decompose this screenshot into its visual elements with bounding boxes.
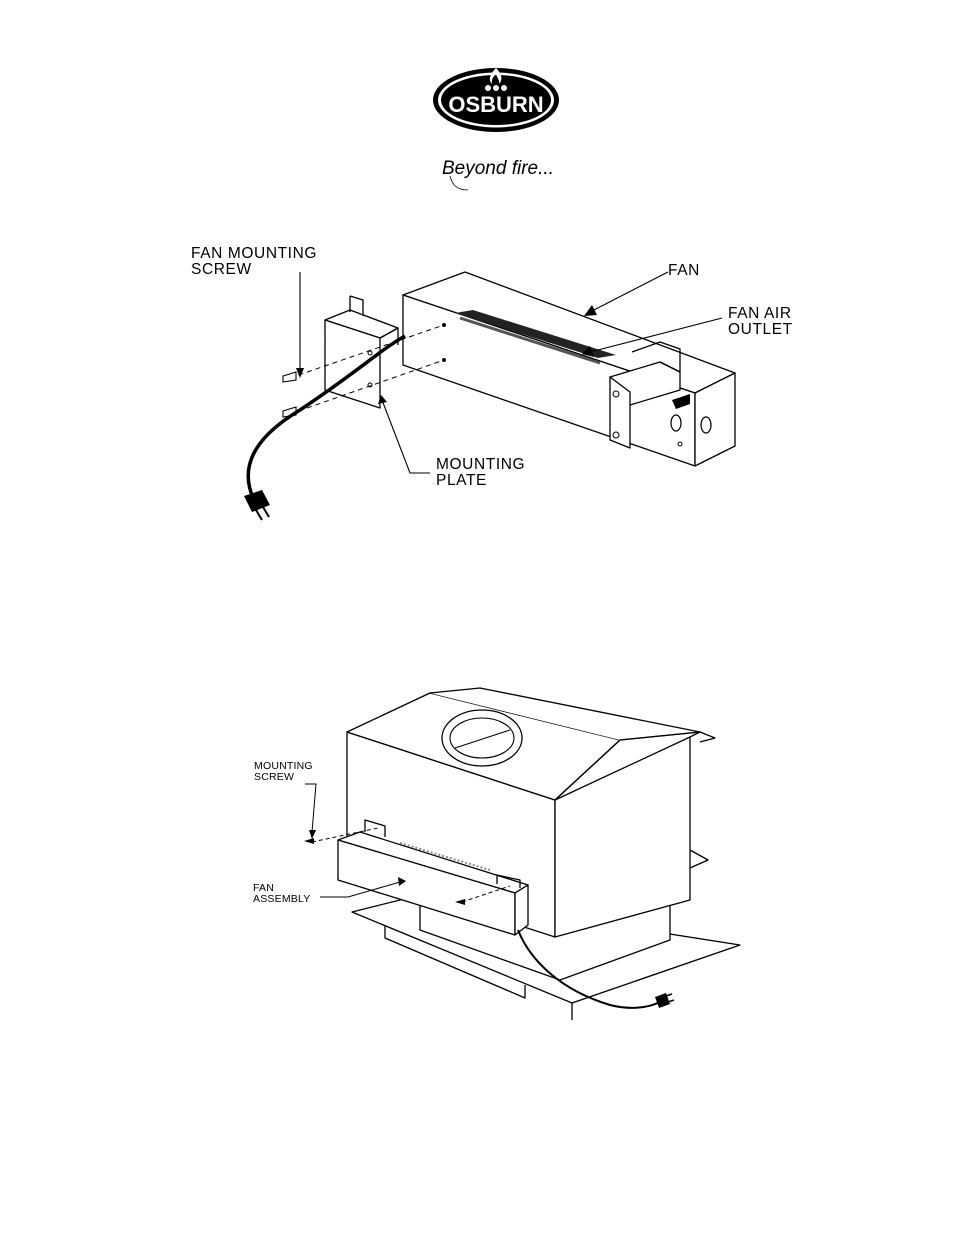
mounting-screw-icon (304, 838, 465, 905)
plug-icon (655, 993, 675, 1008)
fan-terminal (672, 394, 690, 409)
stove-side-face (554, 736, 691, 938)
fan-air-outlet-grille (455, 310, 616, 358)
power-cord (246, 334, 406, 501)
osburn-logo: OSBURN Beyond fire... (430, 62, 562, 194)
osburn-logo-graphic: OSBURN Beyond fire... (433, 68, 559, 191)
fan-end-hole (670, 414, 682, 432)
tagline-script: Beyond fire... (442, 158, 554, 179)
fan-assembly-shape (337, 819, 529, 936)
power-cord (517, 929, 661, 1009)
fan-end-hole (700, 416, 712, 434)
fan-end-face (694, 372, 736, 467)
mounting-plate-shape (324, 295, 399, 409)
label-mounting-screw: MOUNTING SCREW (254, 760, 313, 783)
label-fan-air-outlet: FAN AIR OUTLET (728, 305, 793, 338)
brand-wordmark: OSBURN (448, 92, 543, 117)
flame-icon (489, 68, 502, 84)
label-mounting-plate: MOUNTING PLATE (436, 456, 526, 489)
label-fan-mounting-screw: FAN MOUNTING SCREW (191, 245, 318, 278)
plug-icon (244, 490, 270, 521)
label-fan: FAN (668, 262, 700, 279)
label-fan-assembly: FAN ASSEMBLY (253, 882, 311, 905)
